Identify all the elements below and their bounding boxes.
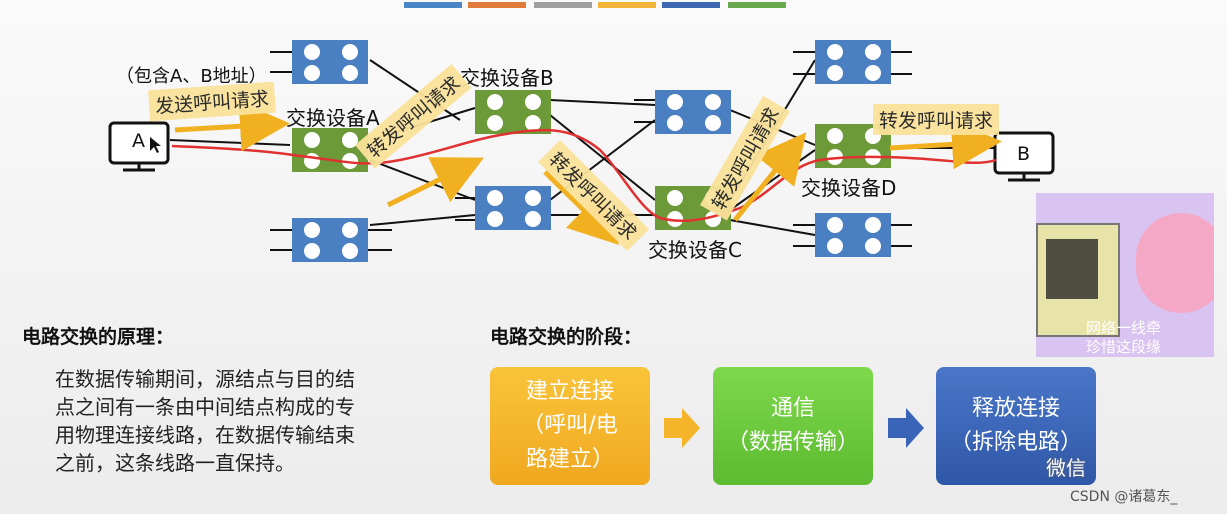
principle-line-2: 点之间有一条由中间结点构成的专	[55, 395, 355, 419]
top-bar-green	[728, 2, 786, 8]
video-thumbnail: 网络一线牵 珍惜这段缘	[1036, 193, 1214, 357]
stage-arrow-1	[664, 408, 700, 448]
stage-establish-line-3: 路建立）	[525, 447, 614, 472]
thumb-screen	[1046, 239, 1098, 299]
switch-a	[292, 128, 368, 172]
computer-a-icon	[108, 121, 170, 172]
stages-heading: 电路交换的阶段：	[490, 326, 643, 348]
top-bar-blue	[404, 2, 462, 8]
host-a-label: A	[132, 130, 145, 152]
principle-line-3: 用物理连接线路，在数据传输结束	[55, 423, 355, 447]
switch-b-label: 交换设备B	[460, 66, 554, 90]
arrow-send	[174, 101, 290, 152]
stage-release-line-2: （拆除电路）	[949, 430, 1082, 455]
stage-communicate: 通信 （数据传输）	[713, 367, 873, 485]
top-bar-orange	[468, 2, 526, 8]
network-diagram	[108, 40, 1055, 262]
top-bar-gray	[534, 2, 592, 8]
host-b-label: B	[1017, 143, 1031, 165]
forward-request-banner-4: 转发呼叫请求	[873, 104, 1000, 135]
switch-bottom-right	[815, 213, 891, 257]
switch-top-right	[815, 40, 891, 84]
stage-communicate-line-2: （数据传输）	[726, 430, 859, 455]
arrow-forward-3	[733, 132, 807, 222]
switch-mid-upper	[655, 90, 731, 134]
arrow-forward-2	[543, 170, 620, 246]
switch-c-label: 交换设备C	[648, 238, 742, 262]
stage-arrow-2	[888, 408, 924, 448]
circuit-path	[171, 128, 997, 222]
arrow-forward-1	[386, 157, 484, 208]
stage-release-line-1: 释放连接	[971, 396, 1060, 421]
switch-bottom-left	[292, 218, 368, 262]
thumb-caption-1: 网络一线牵	[1086, 319, 1162, 337]
stage-establish: 建立连接 （呼叫/电 路建立）	[490, 367, 650, 485]
switch-d-label: 交换设备D	[801, 176, 897, 200]
principle-line-1: 在数据传输期间，源结点与目的结	[55, 367, 355, 391]
computer-b-icon	[993, 131, 1055, 182]
switch-top-left	[292, 40, 368, 84]
stage-establish-line-2: （呼叫/电	[522, 413, 618, 438]
csdn-watermark: CSDN @诸葛东_	[1070, 489, 1178, 505]
address-note: （包含A、B地址）	[116, 66, 267, 87]
switch-mid-lower	[475, 186, 551, 230]
stage-release: 释放连接 （拆除电路）	[936, 367, 1096, 485]
arrow-forward-4	[889, 119, 1002, 170]
cursor-icon	[150, 137, 161, 153]
stage-communicate-line-1: 通信	[770, 396, 815, 421]
thumb-caption-2: 珍惜这段缘	[1086, 338, 1162, 356]
principle-line-4: 之前，这条线路一直保持。	[55, 451, 295, 475]
stage-establish-line-1: 建立连接	[525, 379, 614, 404]
thumb-character	[1136, 213, 1214, 313]
top-bar-yellow	[598, 2, 656, 8]
top-bar-navy	[662, 2, 720, 8]
principle-heading: 电路交换的原理：	[22, 326, 175, 348]
principle-body: 在数据传输期间，源结点与目的结 点之间有一条由中间结点构成的专 用物理连接线路，…	[55, 365, 355, 477]
switch-a-label: 交换设备A	[286, 106, 380, 130]
switch-b	[475, 90, 551, 134]
wechat-watermark: 微信	[1046, 456, 1086, 480]
